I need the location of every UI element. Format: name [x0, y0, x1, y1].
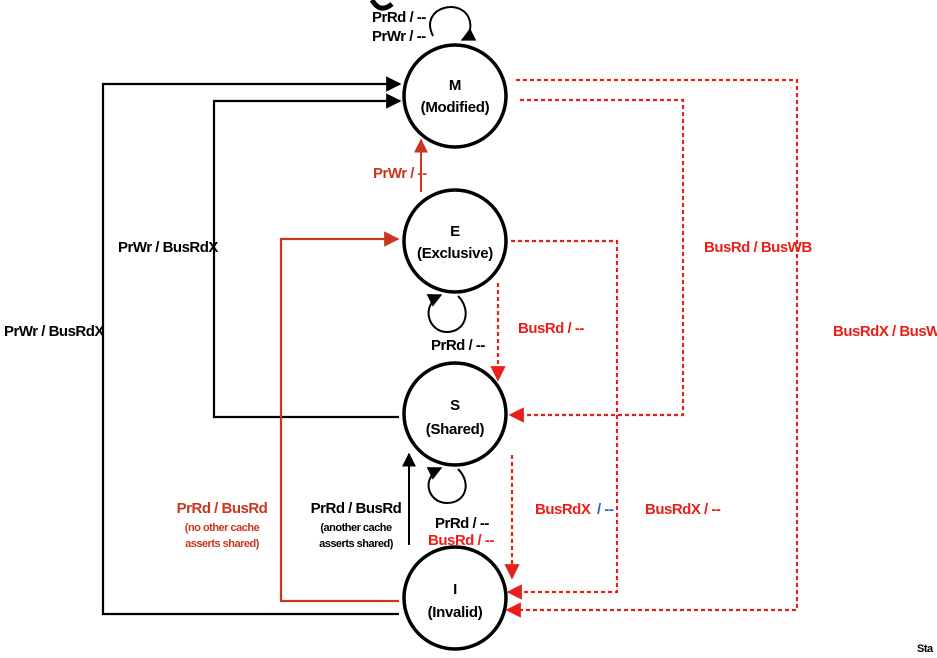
label-e-to-i: BusRdX / --: [645, 501, 721, 518]
label-s-self: PrRd / --: [435, 515, 489, 532]
label-i-to-m: PrWr / BusRdX: [4, 323, 104, 340]
label-m-to-s: BusRd / BusWB: [704, 239, 812, 256]
state-e-name: (Exclusive): [417, 245, 493, 262]
state-m-circle[interactable]: [402, 43, 508, 149]
label-i-to-s-note-1: (another cache: [320, 522, 392, 534]
label-m-to-i: BusRdX / BusWB: [833, 323, 937, 340]
label-i-to-e-note-2: asserts shared): [185, 538, 260, 550]
label-s-to-i-busrdx: BusRdX: [535, 501, 591, 518]
label-e-to-m: PrWr / --: [373, 165, 427, 182]
state-i-letter: I: [453, 581, 457, 598]
e-self-loop: [426, 294, 467, 334]
label-e-self: PrRd / --: [431, 337, 485, 354]
arrow-e-to-i-busrdx: [506, 239, 619, 600]
state-s-name: (Shared): [426, 421, 485, 438]
arrow-m-to-i-busrdx: [505, 78, 799, 618]
label-e-to-s: BusRd / --: [518, 320, 584, 337]
state-i-circle[interactable]: [402, 545, 508, 651]
arrow-s-to-m: [212, 93, 402, 419]
label-s-to-i-suffix: / --: [597, 501, 614, 518]
label-m-self-prrd: PrRd / --: [372, 9, 426, 26]
state-e-letter: E: [450, 223, 460, 240]
label-i-to-e-main: PrRd / BusRd: [177, 500, 268, 517]
label-i-to-s-note-2: asserts shared): [319, 538, 394, 550]
label-s-to-m: PrWr / BusRdX: [118, 239, 218, 256]
state-s-circle[interactable]: [402, 361, 508, 467]
label-i-to-e-note-1: (no other cache: [185, 522, 260, 534]
state-m-name: (Modified): [421, 99, 490, 116]
state-m-letter: M: [449, 77, 461, 94]
cropped-title-fragment: [369, 0, 394, 11]
arrow-m-to-s-busrd: [508, 98, 685, 423]
s-self-loop: [426, 467, 467, 505]
state-i-name: (Invalid): [428, 604, 483, 621]
m-self-loop: [429, 6, 477, 41]
arrow-i-to-e: [279, 231, 400, 603]
label-s-to-i: BusRdX / --: [535, 501, 614, 518]
arrow-i-to-m: [101, 76, 402, 616]
state-e-circle[interactable]: [402, 188, 508, 294]
label-i-to-s-main: PrRd / BusRd: [311, 500, 402, 517]
corner-text-fragment: Sta: [917, 643, 934, 655]
label-s-self-bus: BusRd / --: [428, 532, 494, 549]
label-m-self-prwr: PrWr / --: [372, 28, 426, 45]
state-s-letter: S: [450, 397, 460, 414]
